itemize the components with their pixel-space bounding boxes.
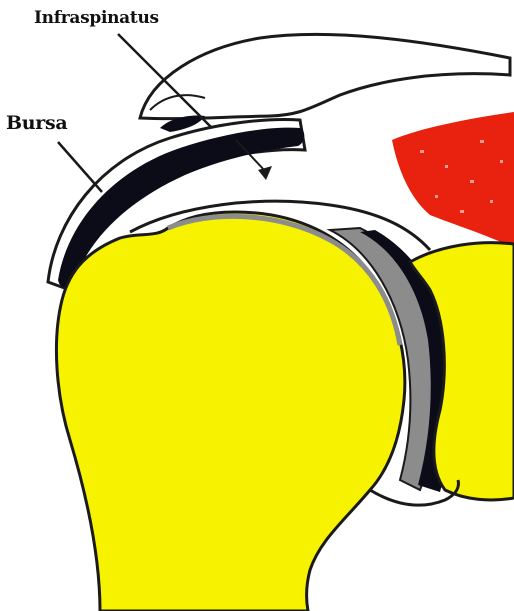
- acromion-outline: [140, 34, 510, 118]
- deltoid-muscle: [392, 112, 514, 248]
- humeral-head: [56, 212, 404, 611]
- bursa-label: Bursa: [6, 112, 67, 134]
- arrow-head: [258, 166, 272, 180]
- infraspinatus-label: Infraspinatus: [34, 8, 159, 28]
- bursa-leader-line: [58, 142, 102, 192]
